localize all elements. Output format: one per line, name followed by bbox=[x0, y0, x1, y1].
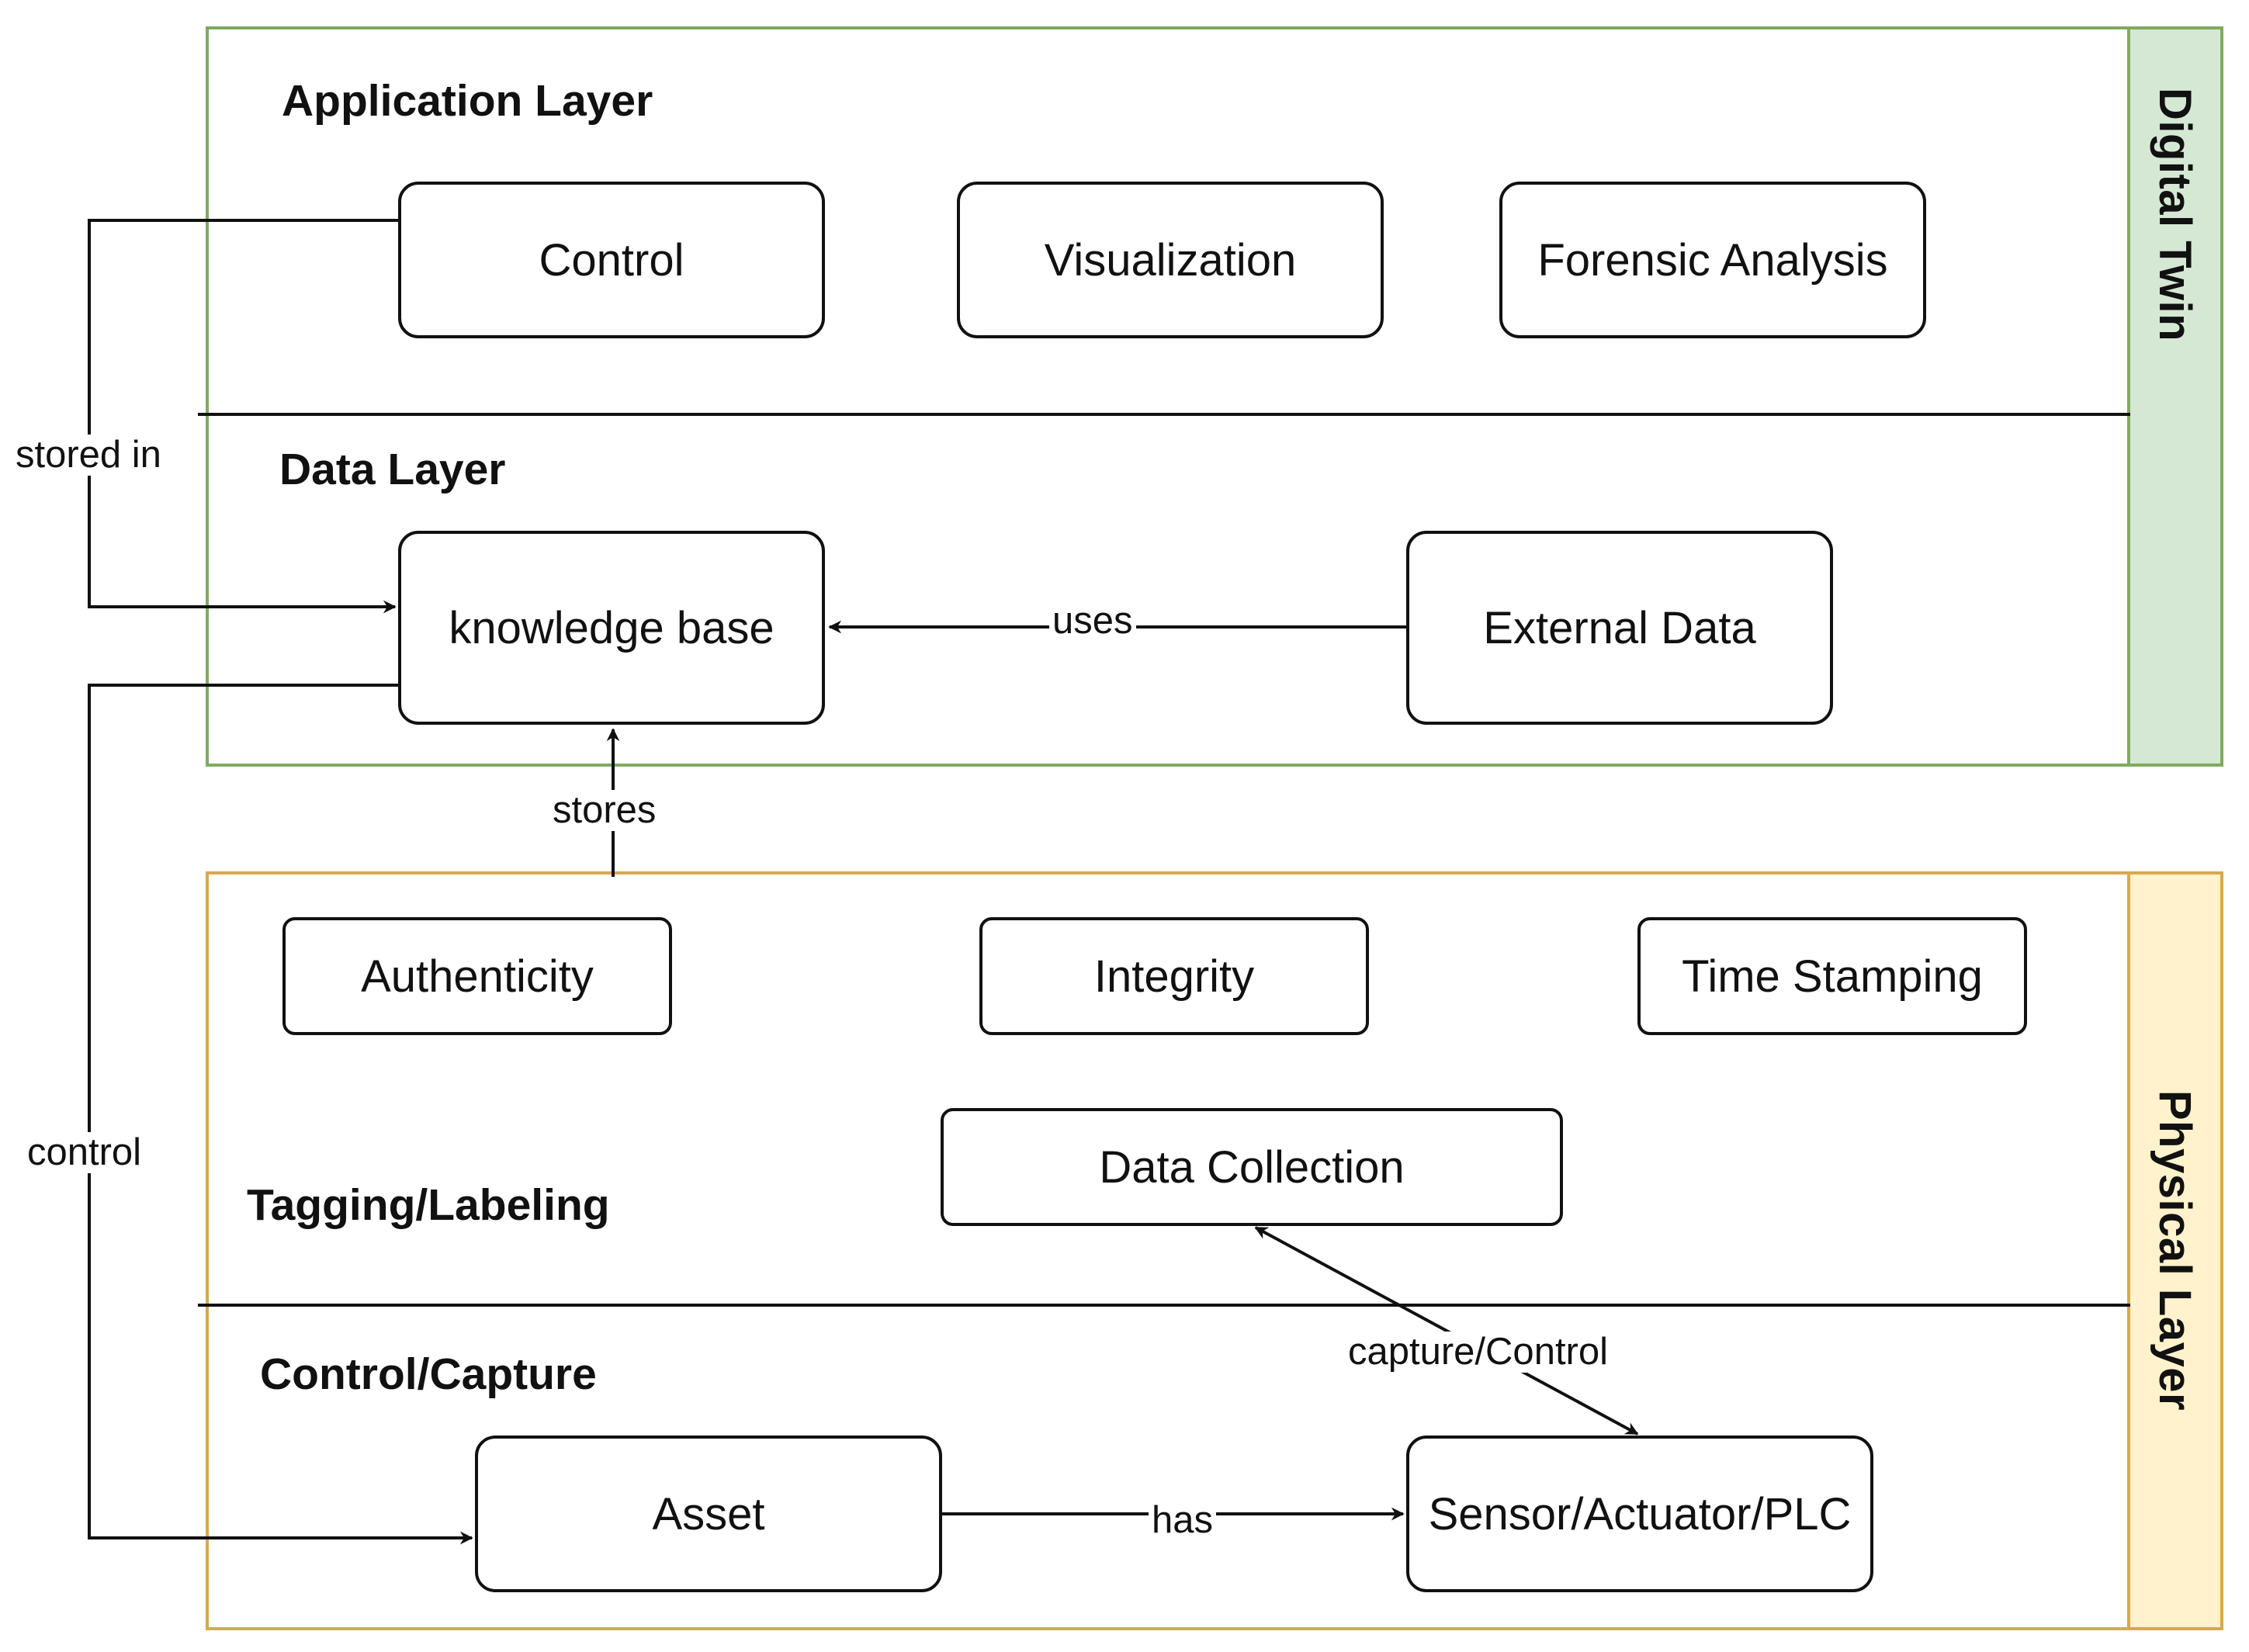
digital-twin-label: Digital Twin bbox=[2150, 87, 2201, 341]
tagging-labeling-title: Tagging/Labeling bbox=[247, 1180, 610, 1230]
knowledge-base-node[interactable]: knowledge base bbox=[398, 531, 825, 725]
forensic-analysis-node[interactable]: Forensic Analysis bbox=[1499, 182, 1926, 338]
physical-layer-side-label: Physical Layer bbox=[2127, 871, 2223, 1630]
divider-tagging-control bbox=[198, 1304, 2130, 1307]
edge-label-control: control bbox=[24, 1132, 145, 1173]
edge-label-capture-control: capture/Control bbox=[1345, 1332, 1612, 1373]
divider-application-data bbox=[198, 413, 2130, 416]
visualization-node[interactable]: Visualization bbox=[957, 182, 1384, 338]
digital-twin-side-label: Digital Twin bbox=[2127, 26, 2223, 767]
data-layer-title: Data Layer bbox=[279, 445, 506, 494]
edge-label-stored-in: stored in bbox=[12, 435, 165, 476]
edge-label-has: has bbox=[1149, 1500, 1217, 1541]
integrity-node[interactable]: Integrity bbox=[979, 917, 1369, 1035]
external-data-node[interactable]: External Data bbox=[1406, 531, 1833, 725]
authenticity-node[interactable]: Authenticity bbox=[282, 917, 672, 1035]
physical-layer-label: Physical Layer bbox=[2150, 1089, 2201, 1411]
application-layer-title: Application Layer bbox=[282, 76, 653, 126]
edge-label-uses: uses bbox=[1049, 601, 1136, 642]
time-stamping-node[interactable]: Time Stamping bbox=[1637, 917, 2027, 1035]
control-node[interactable]: Control bbox=[398, 182, 825, 338]
control-capture-title: Control/Capture bbox=[260, 1349, 597, 1399]
data-collection-node[interactable]: Data Collection bbox=[941, 1108, 1563, 1226]
sensor-actuator-plc-node[interactable]: Sensor/Actuator/PLC bbox=[1406, 1436, 1873, 1592]
edge-label-stores: stores bbox=[549, 790, 660, 831]
asset-node[interactable]: Asset bbox=[475, 1436, 942, 1592]
